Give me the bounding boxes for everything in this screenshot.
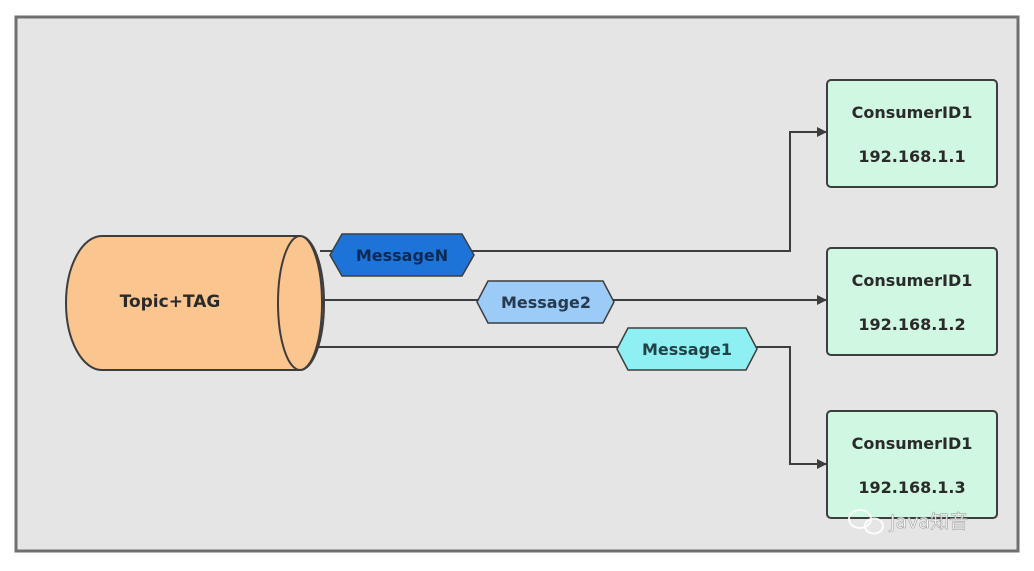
consumer-id: ConsumerID1 (852, 434, 973, 453)
consumer-box-1[interactable]: ConsumerID1 192.168.1.1 (826, 79, 998, 188)
watermark: Java知音 (848, 509, 968, 535)
message-label: Message1 (642, 340, 732, 359)
consumer-ip: 192.168.1.2 (858, 315, 965, 334)
consumer-ip: 192.168.1.3 (858, 478, 965, 497)
topic-label: Topic+TAG (120, 292, 221, 312)
consumer-id: ConsumerID1 (852, 271, 973, 290)
message-label: MessageN (356, 246, 448, 265)
cylinder-end-cap (277, 235, 323, 371)
message-label: Message2 (501, 293, 591, 312)
message-tag-message2[interactable]: Message2 (476, 280, 615, 324)
consumer-box-2[interactable]: ConsumerID1 192.168.1.2 (826, 247, 998, 356)
wechat-icon (848, 509, 884, 535)
watermark-text: Java知音 (889, 511, 968, 533)
consumer-box-3[interactable]: ConsumerID1 192.168.1.3 (826, 410, 998, 519)
message-tag-message1[interactable]: Message1 (616, 327, 758, 371)
message-tag-messageN[interactable]: MessageN (329, 233, 475, 277)
consumer-ip: 192.168.1.1 (858, 147, 965, 166)
topic-cylinder: Topic+TAG (65, 235, 325, 371)
consumer-id: ConsumerID1 (852, 103, 973, 122)
route-message1-to-consumer-3 (318, 346, 827, 469)
route-messageN-to-consumer-1 (320, 127, 827, 252)
